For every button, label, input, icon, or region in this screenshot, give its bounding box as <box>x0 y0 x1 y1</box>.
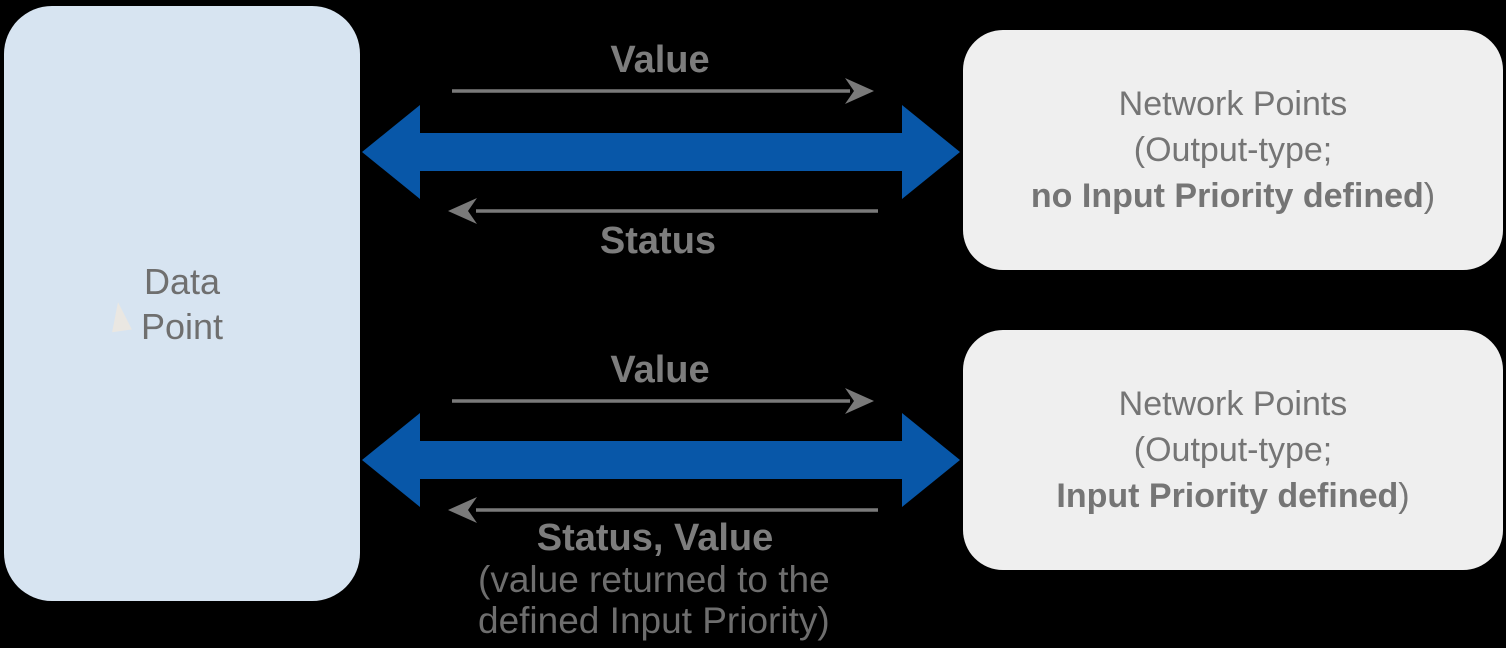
network-bottom-label-line2: (Output-type; <box>1133 431 1333 469</box>
network-points-box-priority: Network Points (Output-type; Input Prior… <box>963 330 1503 570</box>
network-top-label-line3-suffix: ) <box>1423 177 1436 215</box>
data-point-box: Data Point <box>4 6 360 601</box>
status-arrow-left-top-icon <box>448 198 878 224</box>
network-top-label-line3-bold: no Input Priority defined <box>1030 177 1424 215</box>
status-value-label-bottom: Status, Value <box>536 517 774 559</box>
network-bottom-label-line3-bold: Input Priority defined <box>1056 477 1399 515</box>
network-top-label-line1: Network Points <box>1118 85 1348 123</box>
value-label-top: Value <box>610 39 710 81</box>
network-bottom-label-line3: Input Priority defined) <box>1056 473 1409 519</box>
bidirectional-arrow-bottom-icon <box>362 413 960 507</box>
return-note-line2: defined Input Priority) <box>478 600 830 641</box>
return-note-line1: (value returned to the <box>478 559 830 600</box>
network-top-label-line2: (Output-type; <box>1133 131 1333 169</box>
status-label-top: Status <box>599 220 717 262</box>
network-points-box-no-priority: Network Points (Output-type; no Input Pr… <box>963 30 1503 270</box>
bidirectional-arrow-top-icon <box>362 105 960 199</box>
status-arrow-left-bottom-icon <box>448 497 878 523</box>
value-label-bottom: Value <box>610 349 710 391</box>
cursor-artifact-icon <box>108 300 132 333</box>
value-arrow-right-bottom-icon <box>452 388 874 414</box>
data-point-label-line2: Point <box>140 305 224 347</box>
value-arrow-right-top-icon <box>452 78 874 104</box>
network-bottom-label-line1: Network Points <box>1118 385 1348 423</box>
data-point-label-line1: Data <box>143 260 221 302</box>
network-bottom-label-line3-suffix: ) <box>1398 477 1410 515</box>
return-note: (value returned to the defined Input Pri… <box>478 559 830 641</box>
network-top-label-line3: no Input Priority defined) <box>1031 173 1435 219</box>
